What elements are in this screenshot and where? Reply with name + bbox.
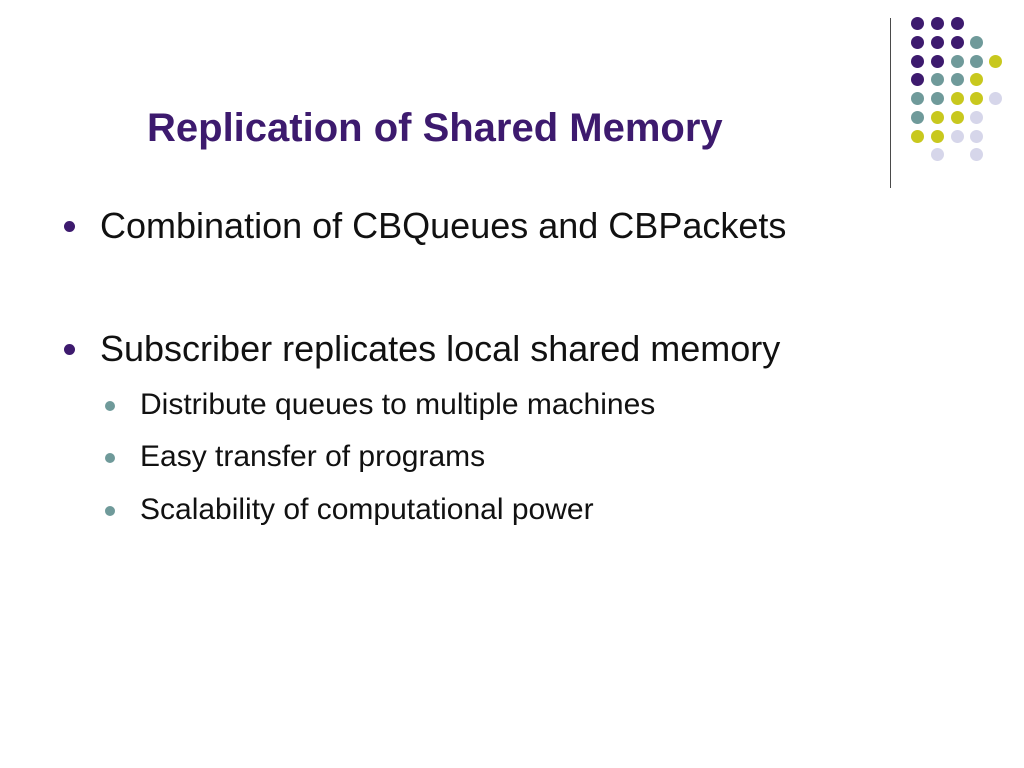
dot-teal <box>951 73 964 86</box>
dot-purple <box>911 73 924 86</box>
bullet-marker <box>64 344 75 355</box>
dot-purple <box>931 17 944 30</box>
sub-bullet-text: Scalability of computational power <box>140 493 594 526</box>
title-divider-line <box>890 18 891 188</box>
dot-teal <box>970 36 983 49</box>
sub-bullet-text: Easy transfer of programs <box>140 440 486 473</box>
dot-yellow <box>911 130 924 143</box>
sub-bullet-text: Distribute queues to multiple machines <box>140 388 656 421</box>
bullet-item: Combination of CBQueues and CBPackets <box>64 204 787 248</box>
dot-yellow <box>951 111 964 124</box>
dot-purple <box>911 55 924 68</box>
dot-purple <box>951 17 964 30</box>
sub-bullet-marker <box>105 401 115 411</box>
dot-lavender <box>970 148 983 161</box>
dot-teal <box>911 111 924 124</box>
dot-yellow <box>989 55 1002 68</box>
dot-teal <box>931 73 944 86</box>
dot-purple <box>931 55 944 68</box>
dot-lavender <box>951 130 964 143</box>
dot-purple <box>931 36 944 49</box>
sub-bullet-item: Distribute queues to multiple machines <box>105 387 656 423</box>
sub-bullet-item: Easy transfer of programs <box>105 439 486 475</box>
dot-yellow <box>951 92 964 105</box>
dot-lavender <box>989 92 1002 105</box>
dot-purple <box>951 36 964 49</box>
slide-title: Replication of Shared Memory <box>147 106 723 150</box>
dot-yellow <box>931 130 944 143</box>
sub-bullet-marker <box>105 506 115 516</box>
dot-lavender <box>970 111 983 124</box>
dot-lavender <box>931 148 944 161</box>
sub-bullet-item: Scalability of computational power <box>105 492 594 528</box>
dot-purple <box>911 36 924 49</box>
bullet-marker <box>64 221 75 232</box>
sub-bullet-marker <box>105 453 115 463</box>
dot-yellow <box>970 73 983 86</box>
bullet-text: Combination of CBQueues and CBPackets <box>100 205 787 246</box>
dot-teal <box>951 55 964 68</box>
dot-purple <box>911 17 924 30</box>
decorative-dot-grid <box>0 0 1024 200</box>
dot-teal <box>970 55 983 68</box>
dot-teal <box>931 92 944 105</box>
dot-yellow <box>931 111 944 124</box>
bullet-text: Subscriber replicates local shared memor… <box>100 328 781 369</box>
dot-teal <box>911 92 924 105</box>
dot-lavender <box>970 130 983 143</box>
bullet-item: Subscriber replicates local shared memor… <box>64 327 781 371</box>
dot-yellow <box>970 92 983 105</box>
